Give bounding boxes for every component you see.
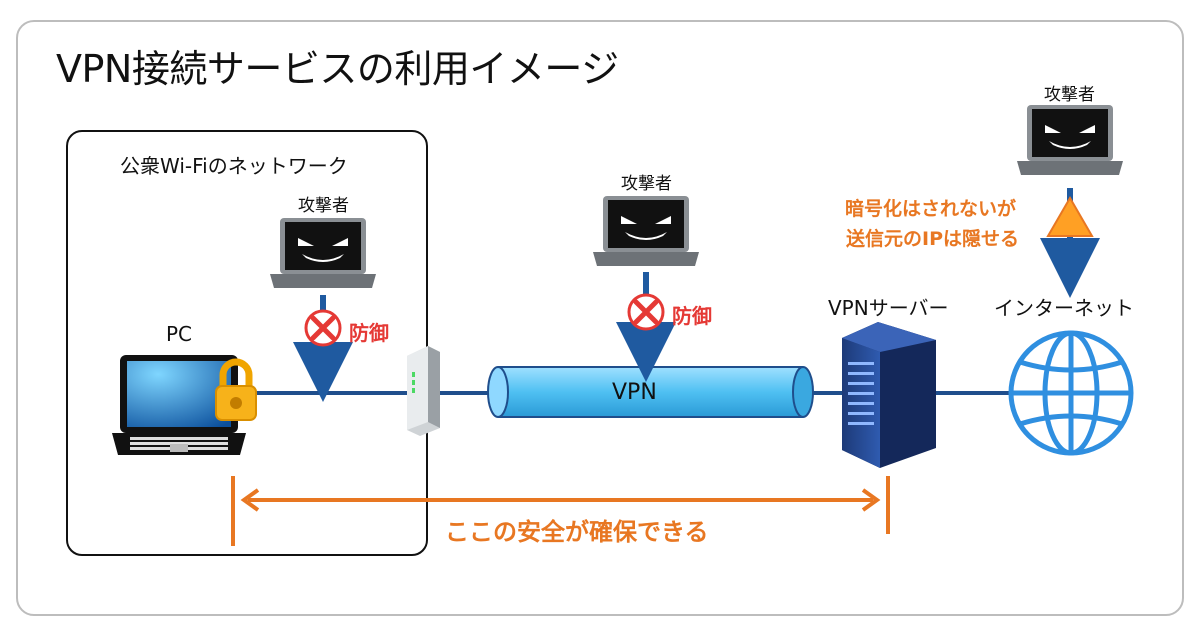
blocked-x-icon-2 (627, 293, 665, 331)
warning-line-1: 暗号化はされないが (845, 198, 1017, 220)
vpn-label: VPN (612, 380, 657, 405)
vpn-server-label: VPNサーバー (828, 296, 949, 320)
attacker-label-3: 攻撃者 (1044, 85, 1095, 105)
defense-label-2: 防御 (672, 304, 712, 328)
attacker-label-2: 攻撃者 (621, 174, 672, 194)
secure-range-label: ここの安全が確保できる (445, 518, 709, 546)
attacker-laptop-icon-3 (1017, 105, 1123, 175)
diagram-title: VPN接続サービスの利用イメージ (56, 47, 619, 91)
wifi-box-label: 公衆Wi-Fiのネットワーク (120, 154, 348, 178)
warning-triangle-icon (1046, 196, 1094, 237)
public-wifi-network-box (66, 130, 428, 556)
diagram-frame (16, 20, 1184, 616)
pc-label: PC (166, 322, 193, 346)
pc-laptop-icon (112, 355, 246, 455)
attacker-label-1: 攻撃者 (298, 196, 349, 216)
blocked-x-icon-1 (304, 309, 342, 347)
warning-line-2: 送信元のIPは隠せる (846, 228, 1019, 250)
internet-globe-icon (1008, 330, 1134, 456)
internet-label: インターネット (994, 296, 1134, 320)
padlock-icon (215, 358, 257, 421)
router-device-icon (407, 346, 440, 436)
secure-range-bracket (231, 476, 890, 546)
attacker-laptop-icon-2 (593, 196, 699, 266)
attacker-laptop-icon-1 (270, 218, 376, 288)
vpn-server-icon (842, 322, 936, 468)
defense-label-1: 防御 (349, 321, 389, 345)
